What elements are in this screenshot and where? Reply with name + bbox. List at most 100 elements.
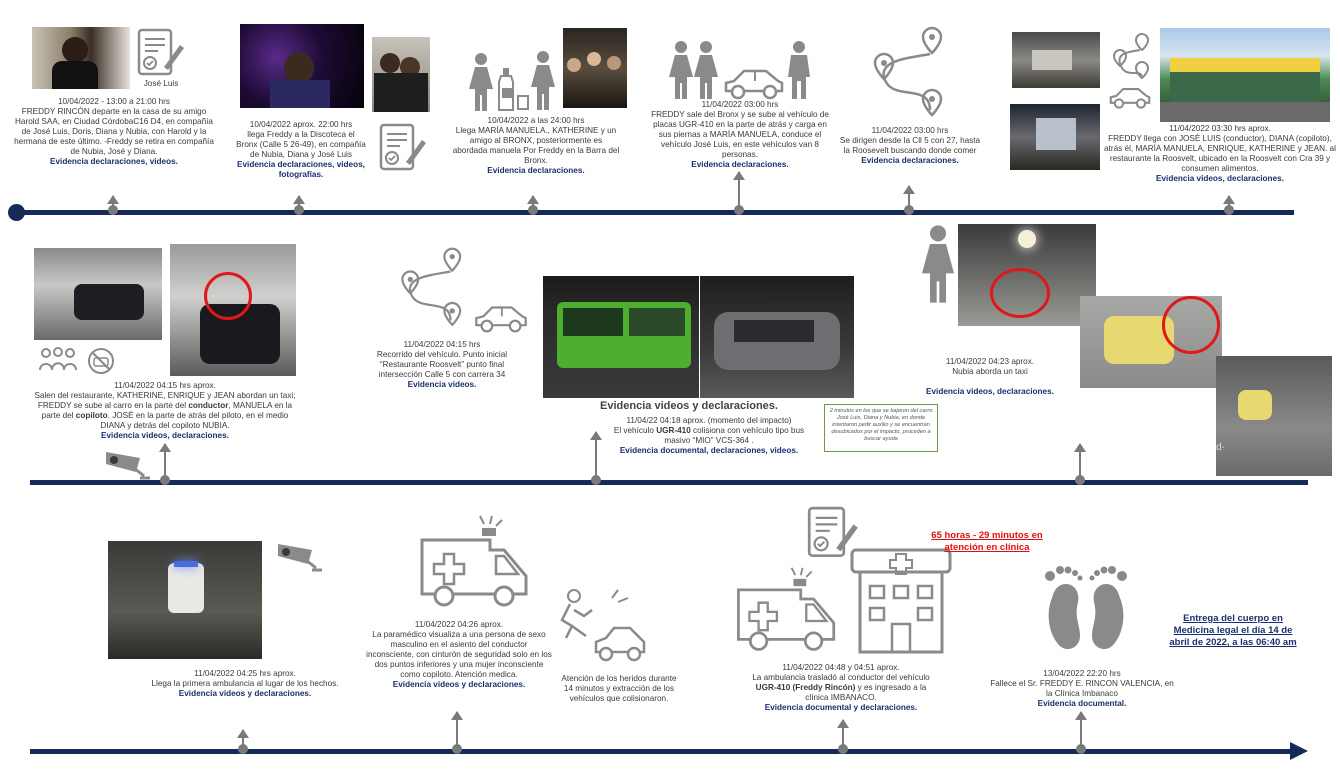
event-3-evidence: Evidencia declaraciones. [487, 166, 585, 175]
event-13-text: Atención de los heridos durante 14 minut… [561, 674, 677, 703]
event-8-desc: Recorrido del vehículo. Punto inicial “R… [376, 350, 508, 379]
event-10-date: 11/04/2022 04:23 aprox. [945, 357, 1035, 366]
timeline-row-3 [30, 749, 1294, 754]
cctv-camera-icon [104, 444, 154, 485]
event-10-desc: Nubia aborda un taxi [952, 367, 1028, 376]
event-7-date: 11/04/2022 04:15 hrs aprox. [114, 381, 216, 390]
no-taxi-icon [86, 346, 116, 381]
event-9-evidence: Evidencia documental, declaraciones, vid… [619, 446, 799, 455]
photo-cctv-exit-1 [34, 248, 162, 340]
event-1-desc: FREDDY RINCÓN departe en la casa de su a… [14, 107, 214, 156]
event-15-date: 13/04/2022 22:20 hrs [1043, 669, 1121, 678]
highlight-circle [1162, 296, 1220, 354]
man-icon [786, 40, 812, 105]
event-9-text: 11/04/22 04:18 aprox. (momento del impac… [604, 416, 814, 456]
event-1-evidence: Evidencia declaraciones, videos. [50, 157, 178, 166]
event-7-evidence: Evidencia videos, declaraciones. [101, 431, 229, 440]
event-11-evidence: Evidencia videos y declaraciones. [178, 689, 312, 698]
event-6-desc: FREDDY llega con JOSÉ LUIS (conductor), … [1104, 134, 1336, 173]
timeline-end-arrow [1290, 742, 1308, 760]
event-14-marker [837, 719, 849, 754]
event-10-text: 11/04/2022 04:23 aprox. Nubia aborda un … [910, 357, 1070, 397]
footprints-icon [1038, 562, 1134, 663]
woman-icon [466, 52, 496, 117]
event-9-desc: El vehículo UGR-410 colisiona con vehícu… [613, 426, 805, 445]
photo-crash-bus [543, 276, 699, 398]
ambulance-icon [418, 514, 532, 615]
event-11-text: 11/04/2022 04:25 hrs aprox. Llega la pri… [150, 669, 340, 699]
event-11-date: 11/04/2022 04:25 hrs aprox. [194, 669, 296, 678]
car-icon [472, 304, 530, 339]
document-sign-icon [378, 122, 428, 179]
document-sign-icon [136, 27, 186, 84]
event-15-text: 13/04/2022 22:20 hrs Fallece el Sr. FRED… [986, 669, 1178, 709]
event-3-text: 10/04/2022 a las 24:00 hrs Llega MARÍA M… [452, 116, 620, 176]
photo-freddy [32, 27, 130, 89]
event-4-marker [733, 171, 745, 215]
event-14-text: 11/04/2022 04:48 y 04:51 aprox. La ambul… [746, 663, 936, 713]
timeline-row-2 [30, 480, 1308, 485]
event-14-desc: La ambulancia trasladó al conductor del … [752, 673, 930, 702]
photo-cctv-exit-2 [170, 244, 296, 376]
accident-icon [556, 586, 646, 671]
event-12-date: 11/04/2022 04:26 aprox. [414, 620, 504, 629]
event-12-marker [451, 711, 463, 754]
event-4-text: 11/04/2022 03:00 hrs FREDDY sale del Bro… [648, 100, 832, 170]
event-4-date: 11/04/2022 03:00 hrs [701, 100, 779, 109]
timeline-start-dot [8, 204, 25, 221]
bottle-icon [497, 66, 531, 117]
event-5-desc: Se dirigen desde la Cll 5 con 27, hasta … [839, 136, 981, 155]
photo-taxi-2: d- [1216, 356, 1332, 476]
woman-icon [528, 50, 558, 117]
event-7-text: 11/04/2022 04:15 hrs aprox. Salen del re… [30, 381, 300, 441]
event-12-evidence: Evidencia videos y declaraciones. [392, 680, 526, 689]
event-9-date: 11/04/22 04:18 aprox. (momento del impac… [626, 416, 792, 425]
event-6-text: 11/04/2022 03:30 hrs aprox. FREDDY llega… [1100, 124, 1340, 184]
photo-crash-car [700, 276, 854, 398]
photo-cctv-restaurant-2 [1010, 104, 1100, 170]
event-2-date: 10/04/2022 aprox. 22:00 hrs [249, 120, 353, 129]
event-5-text: 11/04/2022 03:00 hrs Se dirigen desde la… [838, 126, 982, 166]
event-11-marker [237, 729, 249, 754]
event-15-evidence: Evidencia documental. [1037, 699, 1127, 708]
event-7-marker [159, 443, 171, 485]
event-3-desc: Llega MARÍA MANUELA., KATHERINE y un ami… [452, 126, 620, 165]
event-2-text: 10/04/2022 aprox. 22:00 hrs llega Freddy… [236, 120, 366, 180]
people-group-icon [38, 346, 78, 377]
photo-overlay-text: d- [1216, 442, 1225, 453]
event-10-marker [1074, 443, 1086, 485]
event-3-marker [527, 195, 539, 215]
event-14-date: 11/04/2022 04:48 y 04:51 aprox. [782, 663, 900, 672]
event-5-evidence: Evidencia declaraciones. [861, 156, 959, 165]
timeline-row-1 [16, 210, 1294, 215]
event-7-desc: Salen del restaurante, KATHERINE, ENRIQU… [34, 391, 296, 430]
photo-taxi-1 [1080, 296, 1222, 388]
event-1-text: 10/04/2022 - 13:00 a 21:00 hrs FREDDY RI… [10, 97, 218, 167]
photo-bar-crowd [563, 28, 627, 108]
route-icon [1110, 32, 1154, 87]
event-12-text: 11/04/2022 04:26 aprox. La paramédico vi… [366, 620, 552, 690]
ambulance-icon [730, 566, 844, 659]
event-12-desc: La paramédico visualiza a una persona de… [366, 630, 552, 679]
event-1-date: 10/04/2022 - 13:00 a 21:00 hrs [58, 97, 170, 106]
event-2-desc: llega Freddy a la Discoteca el Bronx (Ca… [236, 130, 366, 159]
event-11-desc: Llega la primera ambulancia al lugar de … [151, 679, 339, 688]
photo-caption: José Luis [143, 79, 179, 88]
photo-group [372, 37, 430, 112]
event-5-marker [903, 185, 915, 215]
photo-first-ambulance [108, 541, 262, 659]
route-icon [398, 244, 468, 339]
photo-restaurant-roosevelt [1160, 28, 1330, 122]
people-icon [668, 40, 720, 105]
event-2-evidence: Evidencia declaraciones, videos, fotogra… [237, 160, 365, 179]
car-icon [1108, 86, 1152, 115]
event-15-marker [1075, 711, 1087, 754]
cctv-camera-icon [276, 536, 326, 577]
photo-discotheque [240, 24, 364, 108]
event-10-evidence: Evidencia videos, declaraciones. [926, 387, 1054, 396]
event-3-date: 10/04/2022 a las 24:00 hrs [487, 116, 585, 125]
event-6-marker [1223, 195, 1235, 215]
event-9-marker [590, 431, 602, 485]
event-6-evidence: Evidencia videos, declaraciones. [1156, 174, 1284, 183]
event-4-desc: FREDDY sale del Bronx y se sube al vehíc… [651, 110, 829, 159]
